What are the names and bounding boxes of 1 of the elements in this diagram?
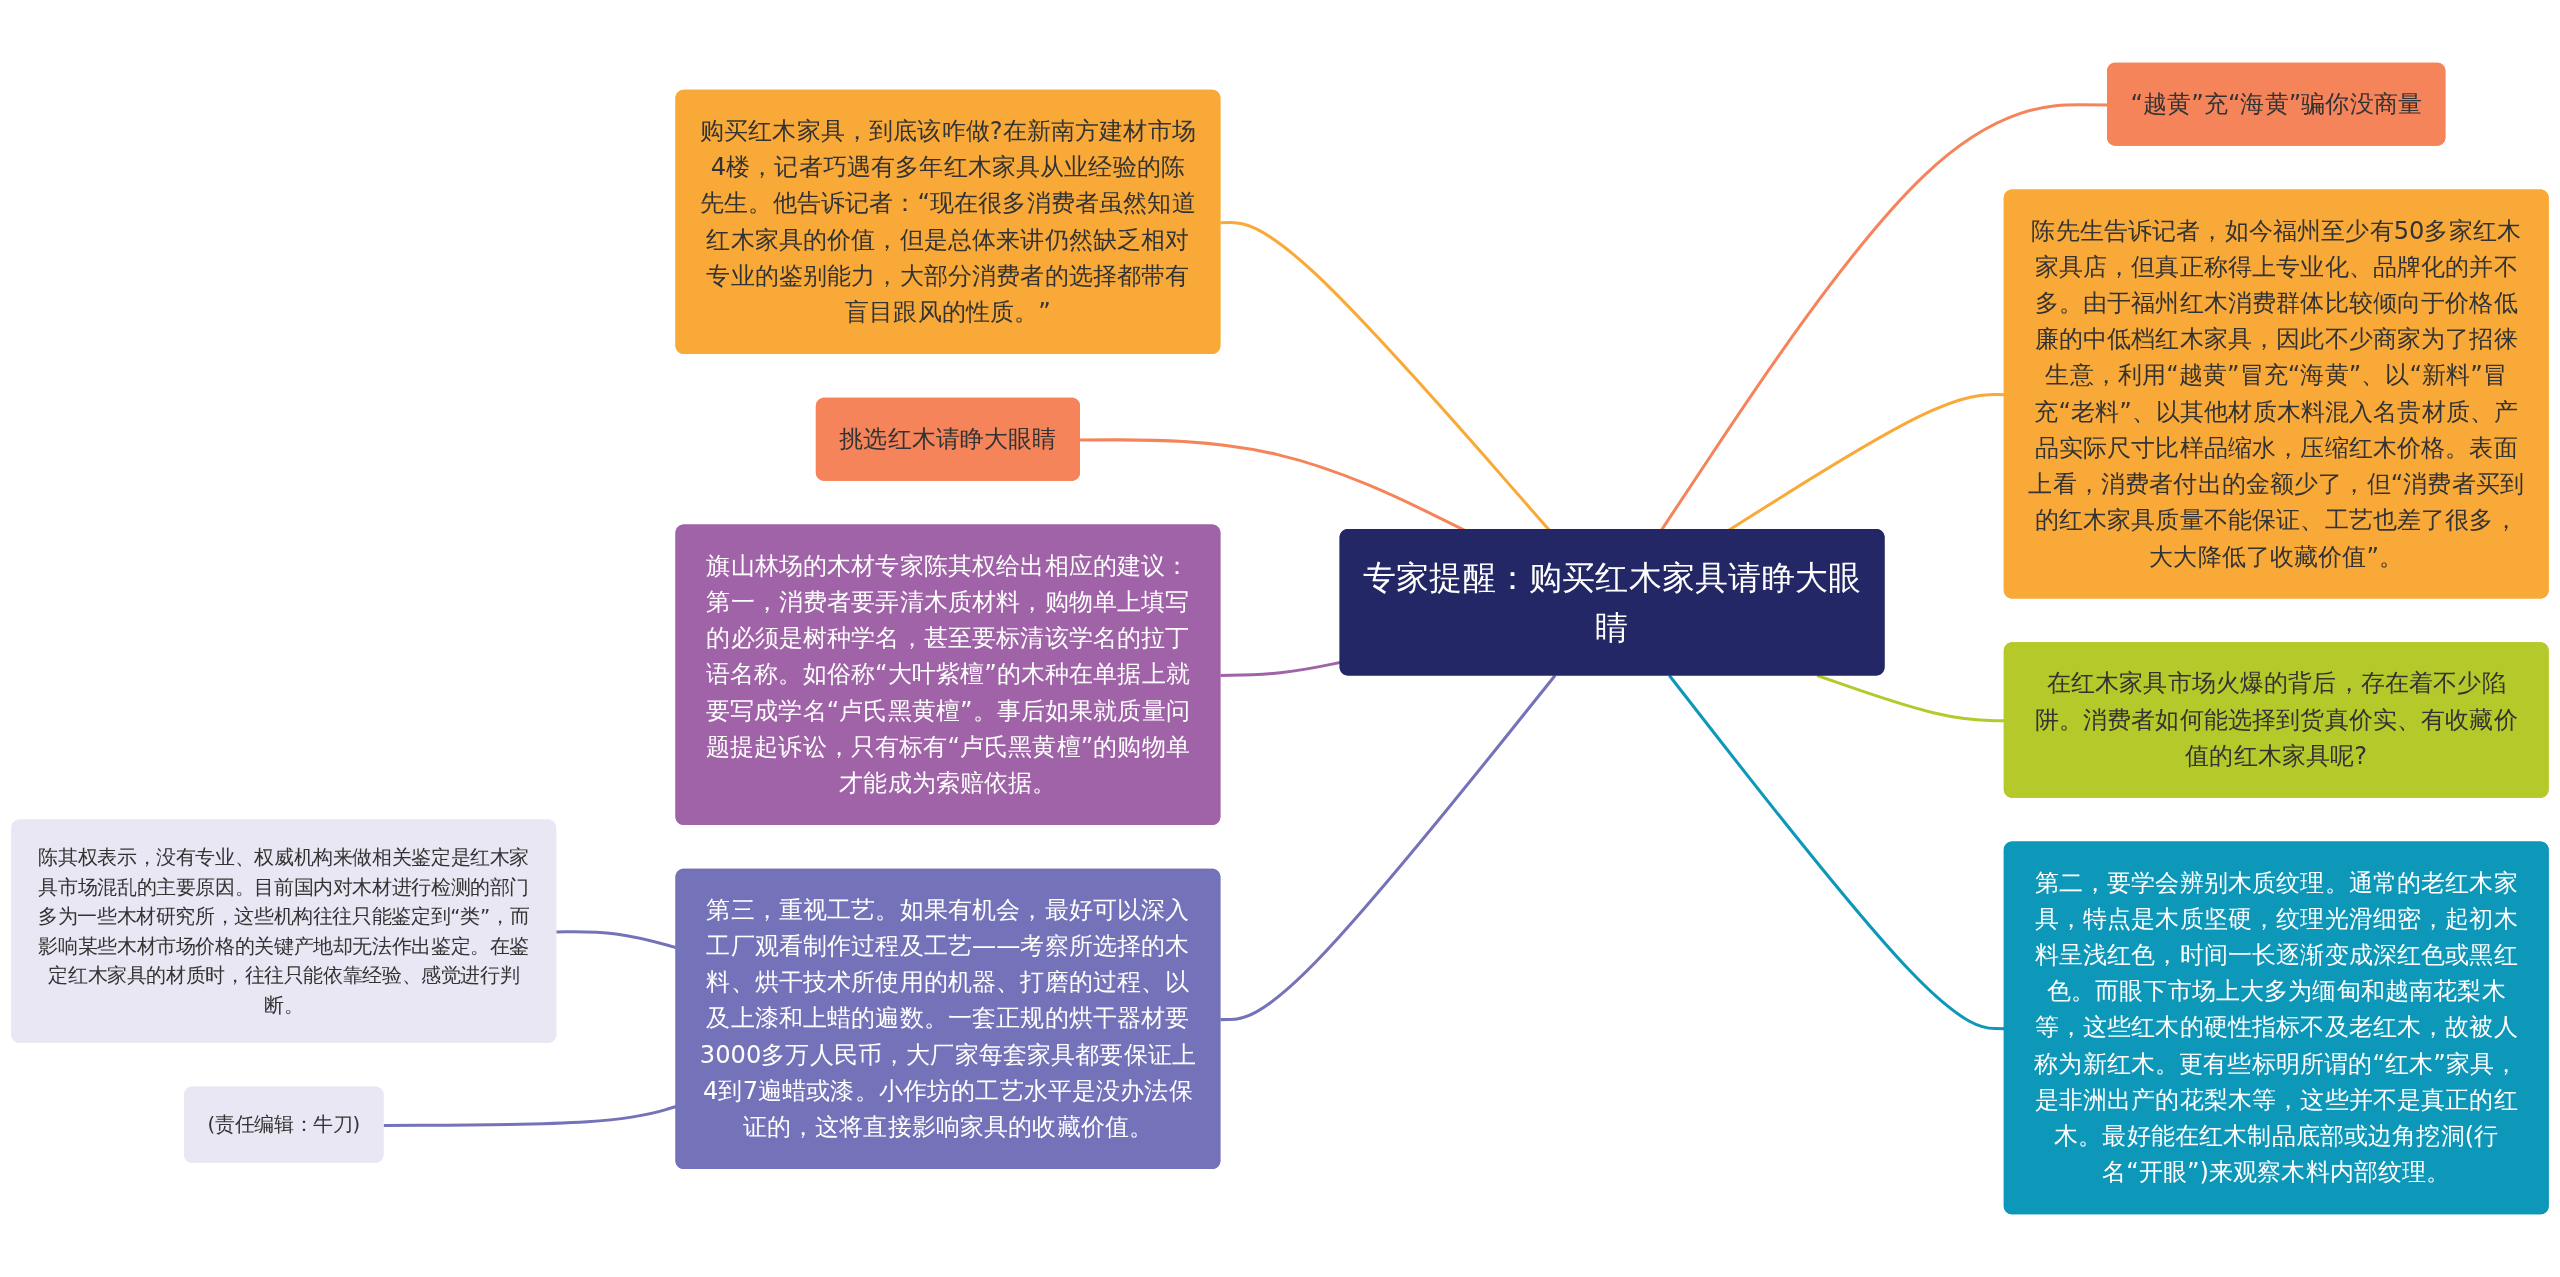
connector <box>1220 674 1557 1022</box>
